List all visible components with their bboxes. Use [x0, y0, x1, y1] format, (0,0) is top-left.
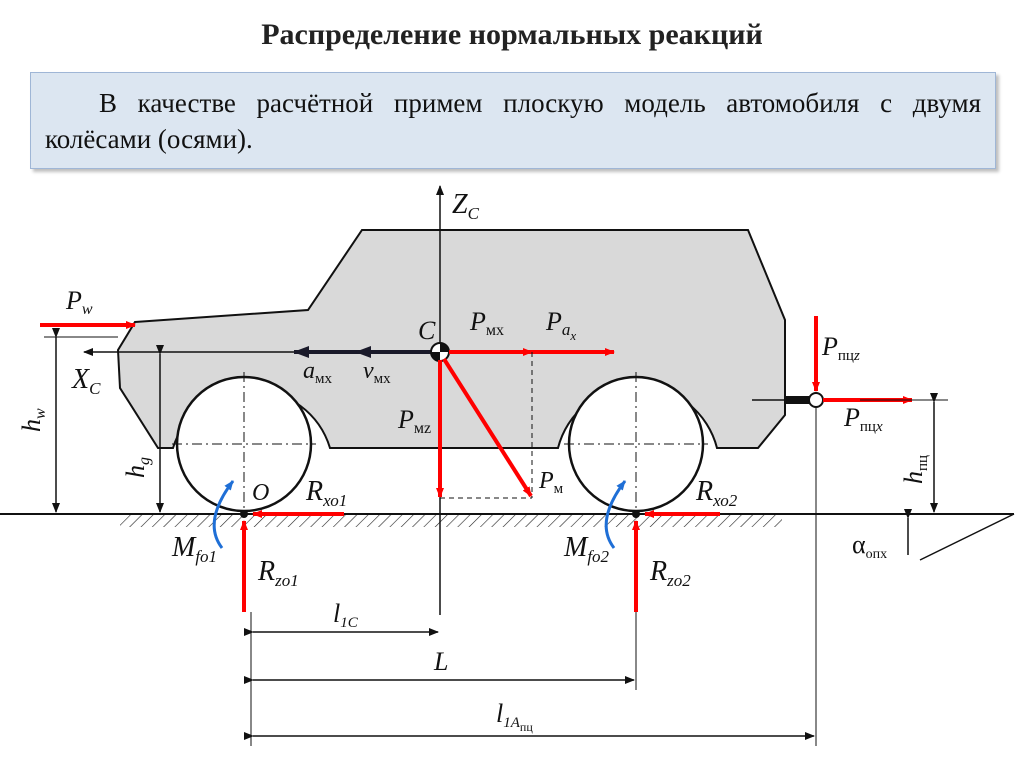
ppcx-label: Pпцx: [843, 403, 883, 435]
mfo2-label: Mfо2: [563, 532, 610, 566]
ppcz-label: Pпцz: [821, 332, 860, 364]
mfo1-arrow: [212, 480, 235, 549]
pmx-label: Pмх: [469, 307, 504, 339]
hw-label: hw: [17, 408, 49, 432]
callout-text: В качестве расчётной примем плоскую моде…: [45, 88, 981, 154]
rxo2-label: Rхо2: [695, 476, 738, 510]
xc-label: XC: [71, 364, 101, 398]
alpha-label: αопх: [852, 530, 887, 562]
rxo1-label: Rхо1: [305, 476, 347, 510]
rzo2-label: Rzо2: [649, 556, 691, 590]
l1c-label: l1C: [333, 599, 359, 631]
o-label: O: [252, 480, 269, 506]
rzo1-label: Rzо1: [257, 556, 299, 590]
l1a-label: l1Aпц: [496, 699, 533, 734]
pm-label: Pм: [538, 468, 564, 497]
contact-point-front: [240, 510, 248, 518]
L-label: L: [433, 647, 448, 676]
hitch-point: [808, 392, 824, 408]
pw-label: Pw: [65, 286, 93, 318]
slide-title: Распределение нормальных реакций: [261, 18, 763, 51]
vmx-label: vмх: [363, 358, 391, 387]
c-label: C: [418, 316, 436, 345]
pm-arrow: [442, 357, 533, 498]
contact-point-rear: [632, 510, 640, 518]
ground-hatch: [120, 514, 782, 527]
slope-line: [919, 513, 1015, 561]
pax-label: Pax: [545, 307, 576, 343]
amx-label: aмх: [303, 358, 332, 387]
callout-box: В качестве расчётной примем плоскую моде…: [30, 72, 996, 169]
mfo2-arrow: [604, 480, 627, 549]
pmz-label: Pмz: [397, 405, 431, 437]
hpc-label: hпц: [899, 455, 931, 484]
towbar-mount: [785, 396, 809, 404]
mfo1-label: Mfо1: [171, 532, 217, 566]
hg-label: hg: [121, 457, 153, 478]
zc-label: ZC: [452, 189, 480, 223]
